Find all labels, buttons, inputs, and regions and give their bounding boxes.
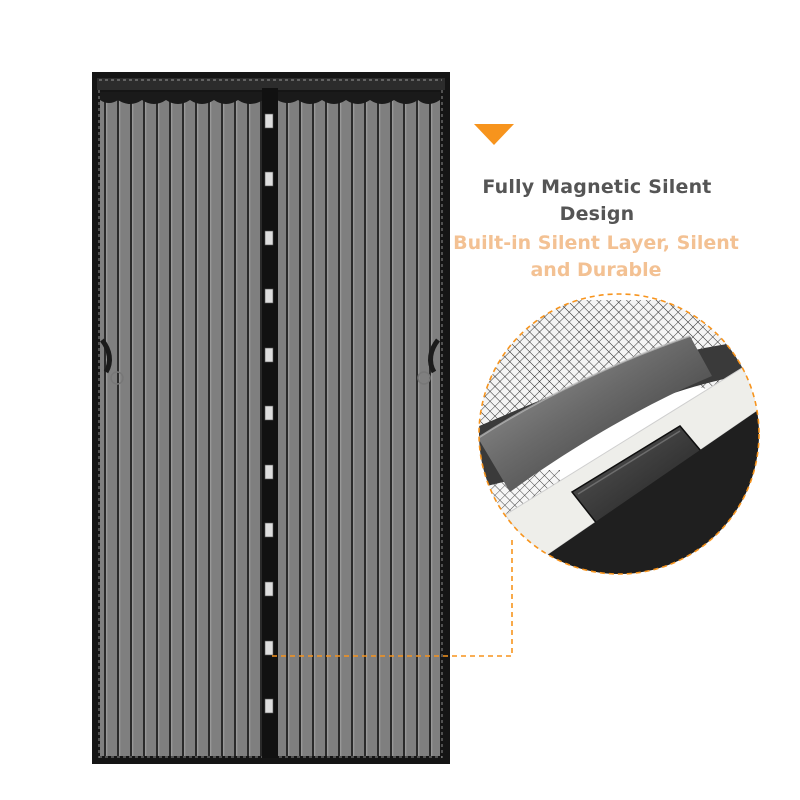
top-scallop-right: [277, 92, 440, 104]
down-triangle-icon: [474, 124, 514, 145]
feature-title: Fully Magnetic Silent Design: [482, 176, 712, 225]
tieback-right: [417, 338, 441, 385]
left-mesh-panel: [100, 92, 263, 756]
magnetic-strip: [479, 336, 712, 492]
right-mesh-panel: [277, 92, 440, 756]
center-magnet-seam: [262, 88, 278, 758]
magnetic-screen-door: [92, 72, 450, 764]
magnet-closeup: [478, 293, 760, 575]
tieback-left: [99, 338, 124, 385]
top-scallop-left: [100, 92, 263, 104]
feature-subtitle: Built-in Silent Layer, Silent and Durabl…: [453, 232, 739, 281]
zoom-circle-outline: [478, 293, 760, 575]
magnet-markers: [264, 113, 274, 714]
callout-connector-line: [272, 540, 513, 657]
